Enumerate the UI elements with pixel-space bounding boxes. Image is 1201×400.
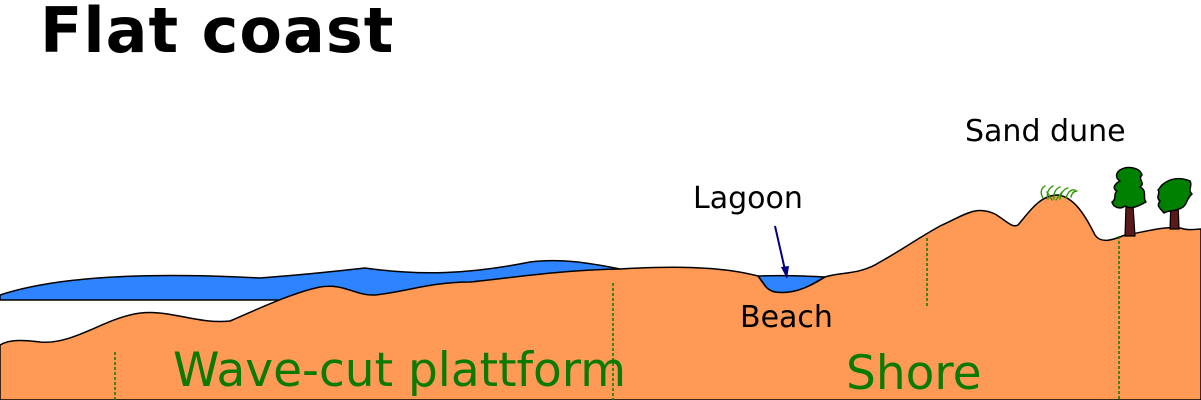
lagoon-arrow-icon xyxy=(774,225,789,279)
shore-label: Shore xyxy=(846,346,982,400)
lagoon-label: Lagoon xyxy=(693,181,803,216)
sand-dune-label: Sand dune xyxy=(965,114,1126,149)
tree-1-icon xyxy=(1111,166,1147,237)
page-title: Flat coast xyxy=(40,0,395,67)
grass-tuft-icon xyxy=(1040,185,1078,201)
beach-label: Beach xyxy=(740,300,833,335)
tree-2-icon xyxy=(1157,177,1193,230)
land-profile xyxy=(0,194,1201,400)
wave-cut-platform-label: Wave-cut plattform xyxy=(173,343,627,398)
